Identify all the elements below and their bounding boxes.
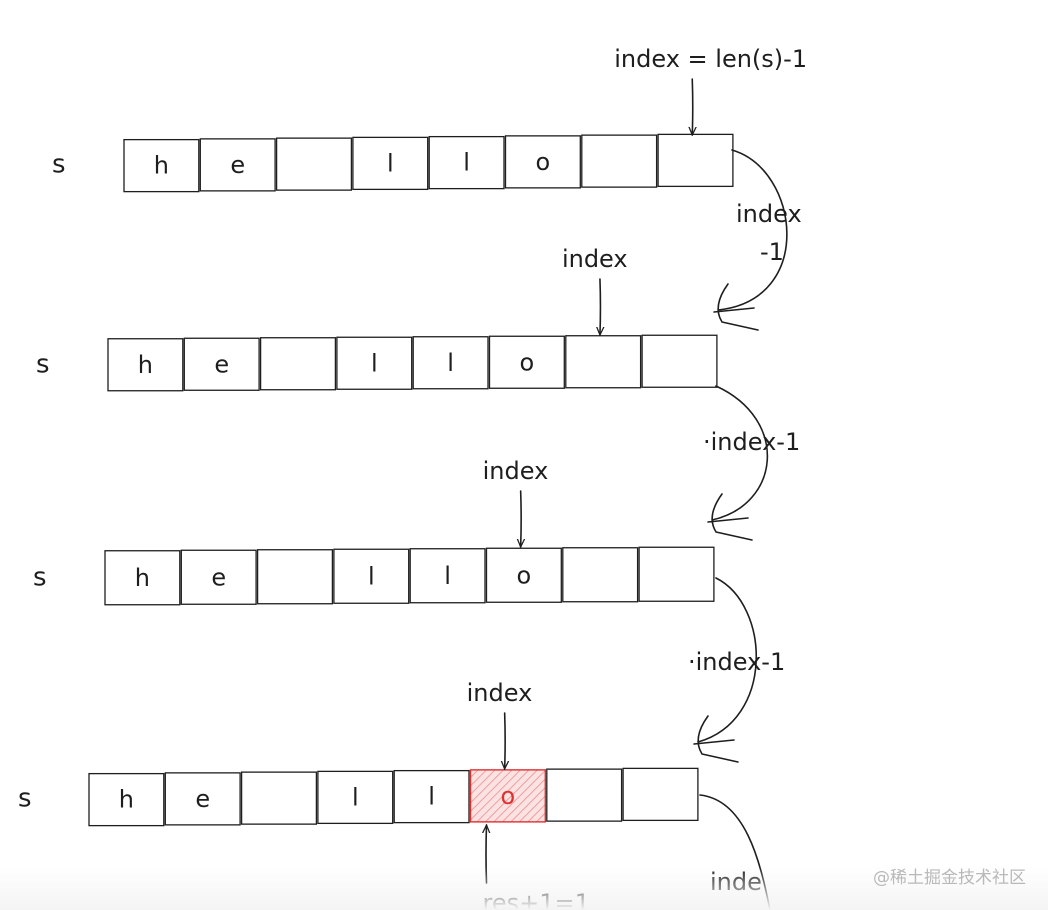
array-cell <box>488 335 565 389</box>
transition-arcs: index-1·index-1·index-1inde <box>688 149 802 910</box>
cell-character: l <box>444 562 451 590</box>
array-cell-highlighted <box>469 769 547 823</box>
pointer-label: index <box>562 245 628 273</box>
transition-arc <box>697 577 757 743</box>
array-cell <box>317 770 394 825</box>
cell-character: l <box>352 783 359 811</box>
bottom-fade-bar <box>0 866 1048 910</box>
array-cell <box>164 772 241 826</box>
cell-character: e <box>211 563 226 591</box>
array-cell <box>485 547 562 603</box>
cell-character: e <box>195 785 210 813</box>
array-cell <box>565 335 642 389</box>
cell-character: o <box>536 148 551 176</box>
array-cell <box>641 334 718 388</box>
variable-name: s <box>36 350 50 380</box>
array-cell <box>393 769 470 824</box>
array-cell <box>638 546 715 602</box>
cell-character: l <box>387 149 394 177</box>
array-cell <box>183 337 260 391</box>
array-cell <box>199 138 276 192</box>
pointer-label: index = len(s)-1 <box>614 45 807 73</box>
cell-character: o <box>520 348 535 376</box>
cell-character: e <box>214 350 229 378</box>
watermark: @稀土掘金技术社区 <box>873 868 1026 888</box>
pointer-label: index <box>483 457 549 485</box>
array-cell <box>409 548 486 604</box>
array-cell <box>123 138 200 193</box>
pointer-arrow <box>692 78 693 135</box>
cell-character: l <box>463 149 470 177</box>
string-row-3: s h e l l o index <box>33 457 715 606</box>
transition-arrow-tip <box>693 715 739 763</box>
cell-character: l <box>371 349 378 377</box>
cell-character: h <box>138 351 153 379</box>
array-cell <box>180 549 257 605</box>
cell-character: l <box>428 783 435 811</box>
cell-character: l <box>368 562 375 590</box>
variable-name: s <box>18 784 32 814</box>
transition-label: ·index-1 <box>688 648 785 676</box>
array-cell <box>657 133 734 188</box>
pointer-label: index <box>467 679 533 707</box>
cell-character: o <box>517 561 532 589</box>
array-cell <box>88 772 165 827</box>
pointer-arrow <box>521 490 522 547</box>
transition-arrow-tip <box>713 283 759 331</box>
variable-name: s <box>33 563 47 593</box>
cell-character: o <box>501 782 516 810</box>
array-cell <box>336 336 413 390</box>
array-cell <box>104 550 181 606</box>
array-cell <box>333 548 410 604</box>
array-cell <box>412 336 489 390</box>
cell-character: h <box>119 786 134 814</box>
array-cell <box>622 767 699 822</box>
transition-label: index <box>736 200 802 228</box>
string-row-4: shelloindexres+1=1 <box>18 679 699 910</box>
transition-label: -1 <box>760 238 784 266</box>
array-cell <box>275 137 353 191</box>
transition-arrow-tip <box>707 493 753 541</box>
array-cell <box>504 135 581 189</box>
array-cell <box>240 771 318 825</box>
pointer-arrow <box>600 278 601 335</box>
transition-arc <box>717 149 788 311</box>
pointer-arrow <box>505 712 506 769</box>
cell-character: l <box>447 349 454 377</box>
array-cell <box>546 768 623 822</box>
array-cell <box>428 135 505 190</box>
variable-name: s <box>52 150 66 180</box>
transition-arc <box>711 385 769 521</box>
array-cell <box>352 136 429 191</box>
string-row-2: s h e l l o index <box>36 245 718 392</box>
cell-character: h <box>154 152 169 180</box>
array-cell <box>256 549 334 605</box>
array-cell <box>581 134 658 188</box>
transition-label: ·index-1 <box>703 428 800 456</box>
string-row-1: s h e l l o index = len(s)-1 <box>52 45 807 193</box>
array-cell <box>107 338 184 392</box>
cell-character: e <box>230 151 245 179</box>
array-cell <box>562 547 639 603</box>
array-cell <box>259 337 337 391</box>
cell-character: h <box>135 564 150 592</box>
